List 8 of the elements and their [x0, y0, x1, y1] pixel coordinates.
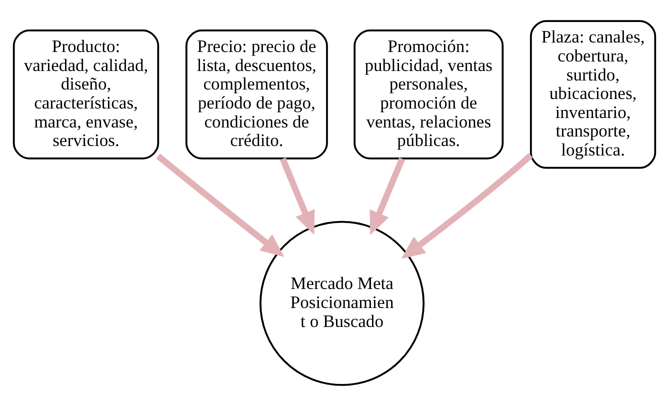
node-box: Precio: precio de lista, descuentos, complementos, período de pago, condiciones de crédito.	[185, 29, 328, 159]
arrow	[156, 153, 284, 256]
arrow	[401, 152, 533, 258]
node-box: Plaza: canales, cobertura, surtido, ubicaciones, inventario, transporte, logística.	[530, 20, 656, 168]
node-box: Producto: variedad, calidad, diseño, características, marca, envase, servicios.	[12, 29, 160, 159]
arrow	[370, 157, 406, 235]
node-box: Promoción: publicidad, ventas personales, promoción de ventas, relaciones públicas.	[354, 29, 504, 159]
arrow	[280, 157, 315, 234]
